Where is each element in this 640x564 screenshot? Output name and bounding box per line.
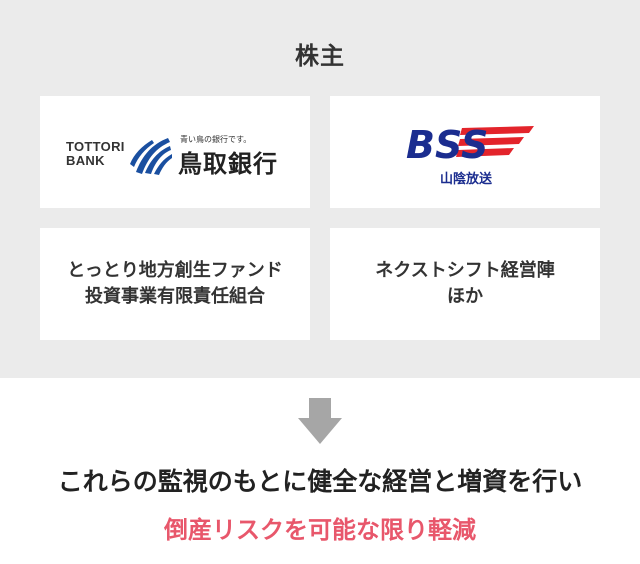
shareholder-name: とっとり地方創生ファンド 投資事業有限責任組合 [40,228,310,340]
headline: これらの監視のもとに健全な経営と増資を行い [57,467,583,496]
tottori-bank-name: 鳥取銀行 [178,150,278,178]
shareholder-card-tottori-fund: とっとり地方創生ファンド 投資事業有限責任組合 [40,228,310,340]
bss-mark-icon: BSS [406,123,534,167]
shareholder-card-tottori-bank: TOTTORI BANK 青い鳥の銀行です。 鳥取銀行 [40,96,310,208]
tottori-bank-tagline: 青い鳥の銀行です。 [180,135,252,144]
subline: 倒産リスクを可能な限り軽減 [164,516,476,544]
bss-logo: BSS 山陰放送 [398,122,534,187]
shareholders-panel: 株主 TOTTORI BANK 青い鳥の銀行です。 鳥取銀行 BSS [0,0,640,378]
bss-name: 山陰放送 [439,172,492,187]
bss-mark-text: BSS [406,123,488,167]
shareholder-card-nextshift: ネクストシフト経営陣 ほか [330,228,600,340]
shareholder-name-line1: ネクストシフト経営陣 [375,260,555,281]
shareholder-card-bss: BSS 山陰放送 [330,96,600,208]
shareholder-name-line1: とっとり地方創生ファンド [67,260,283,281]
down-arrow-icon [298,398,342,444]
tottori-bank-english-line1: TOTTORI [66,139,125,154]
tottori-bank-logo: TOTTORI BANK 青い鳥の銀行です。 鳥取銀行 [66,134,286,178]
shareholder-name-line2: ほか [447,286,483,307]
tottori-bank-mark-icon [130,138,172,175]
tottori-bank-english-line2: BANK [66,153,105,168]
shareholder-name-line2: 投資事業有限責任組合 [85,286,265,307]
shareholder-name: ネクストシフト経営陣 ほか [330,228,600,340]
section-title: 株主 [295,42,345,70]
tottori-bank-english-name: TOTTORI BANK [66,140,125,168]
